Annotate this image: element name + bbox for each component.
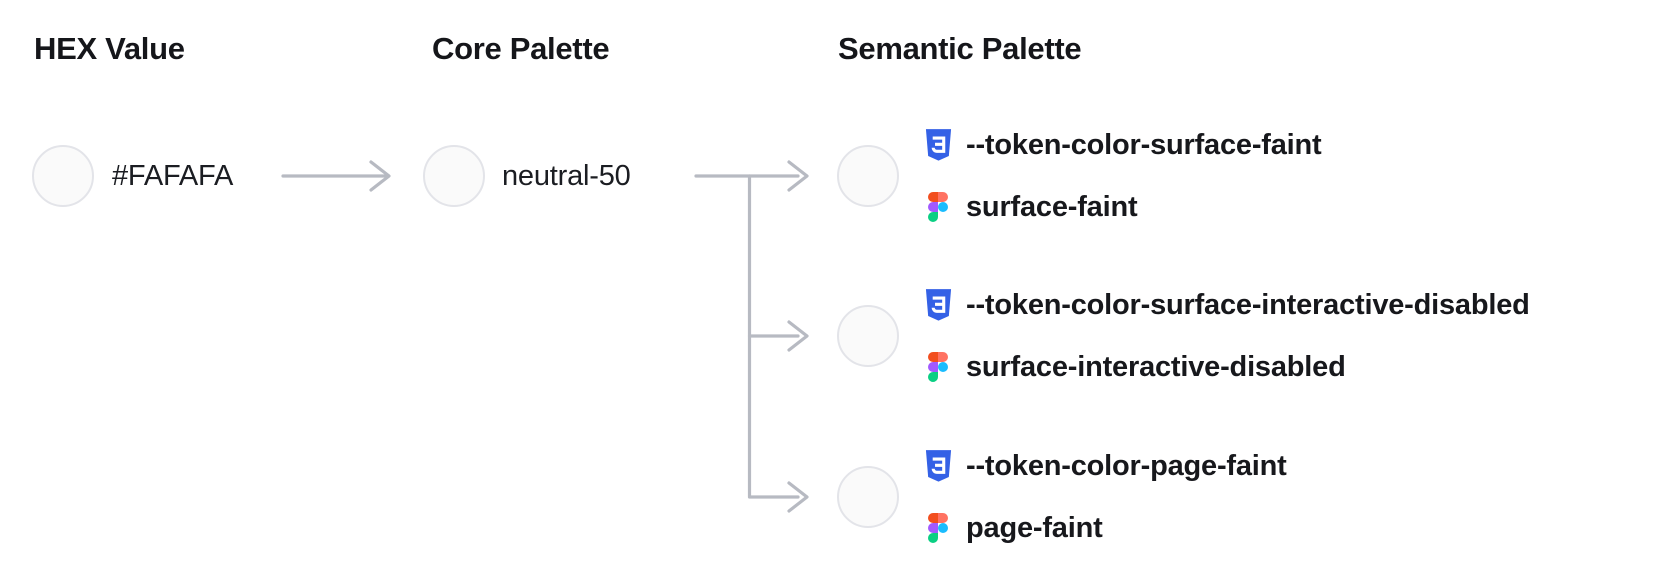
semantic-token-item: --token-color-page-faint page-faint — [837, 447, 1287, 547]
arrowhead-item1 — [787, 160, 809, 192]
arrowhead-item3 — [787, 481, 809, 513]
figma-logo-icon — [923, 348, 953, 386]
color-swatch — [837, 305, 899, 367]
css3-shield-icon — [923, 126, 953, 164]
semantic-token-item: --token-color-surface-interactive-disabl… — [837, 286, 1530, 386]
css-token-row: --token-color-surface-faint — [923, 126, 1322, 164]
css-token-row: --token-color-surface-interactive-disabl… — [923, 286, 1530, 324]
figma-token-row: page-faint — [923, 509, 1287, 547]
semantic-palette-column-header: Semantic Palette — [838, 31, 1082, 66]
figma-token-row: surface-interactive-disabled — [923, 348, 1530, 386]
core-palette-label: neutral-50 — [502, 159, 631, 192]
css3-shield-icon — [923, 286, 953, 324]
hex-value-column-header: HEX Value — [34, 31, 185, 66]
figma-logo-icon — [923, 188, 953, 226]
color-swatch — [837, 466, 899, 528]
hex-value-label: #FAFAFA — [112, 159, 234, 192]
css-token-name: --token-color-surface-interactive-disabl… — [966, 288, 1530, 321]
core-palette-column-header: Core Palette — [432, 31, 610, 66]
figma-token-name: page-faint — [966, 511, 1103, 544]
css-token-name: --token-color-surface-faint — [966, 128, 1322, 161]
arrowhead-item2 — [787, 320, 809, 352]
hex-value-node: #FAFAFA — [32, 145, 233, 207]
color-swatch — [32, 145, 94, 207]
semantic-token-item: --token-color-surface-faint surface-fain… — [837, 126, 1322, 226]
color-swatch — [837, 145, 899, 207]
css3-shield-icon — [923, 447, 953, 485]
css-token-row: --token-color-page-faint — [923, 447, 1287, 485]
figma-token-row: surface-faint — [923, 188, 1322, 226]
color-swatch — [423, 145, 485, 207]
figma-token-name: surface-interactive-disabled — [966, 350, 1346, 383]
figma-logo-icon — [923, 509, 953, 547]
arrowhead-hex-to-core — [369, 160, 391, 192]
figma-token-name: surface-faint — [966, 190, 1138, 223]
css-token-name: --token-color-page-faint — [966, 449, 1287, 482]
branch-line-vertical — [747, 174, 800, 499]
core-palette-node: neutral-50 — [423, 145, 631, 207]
